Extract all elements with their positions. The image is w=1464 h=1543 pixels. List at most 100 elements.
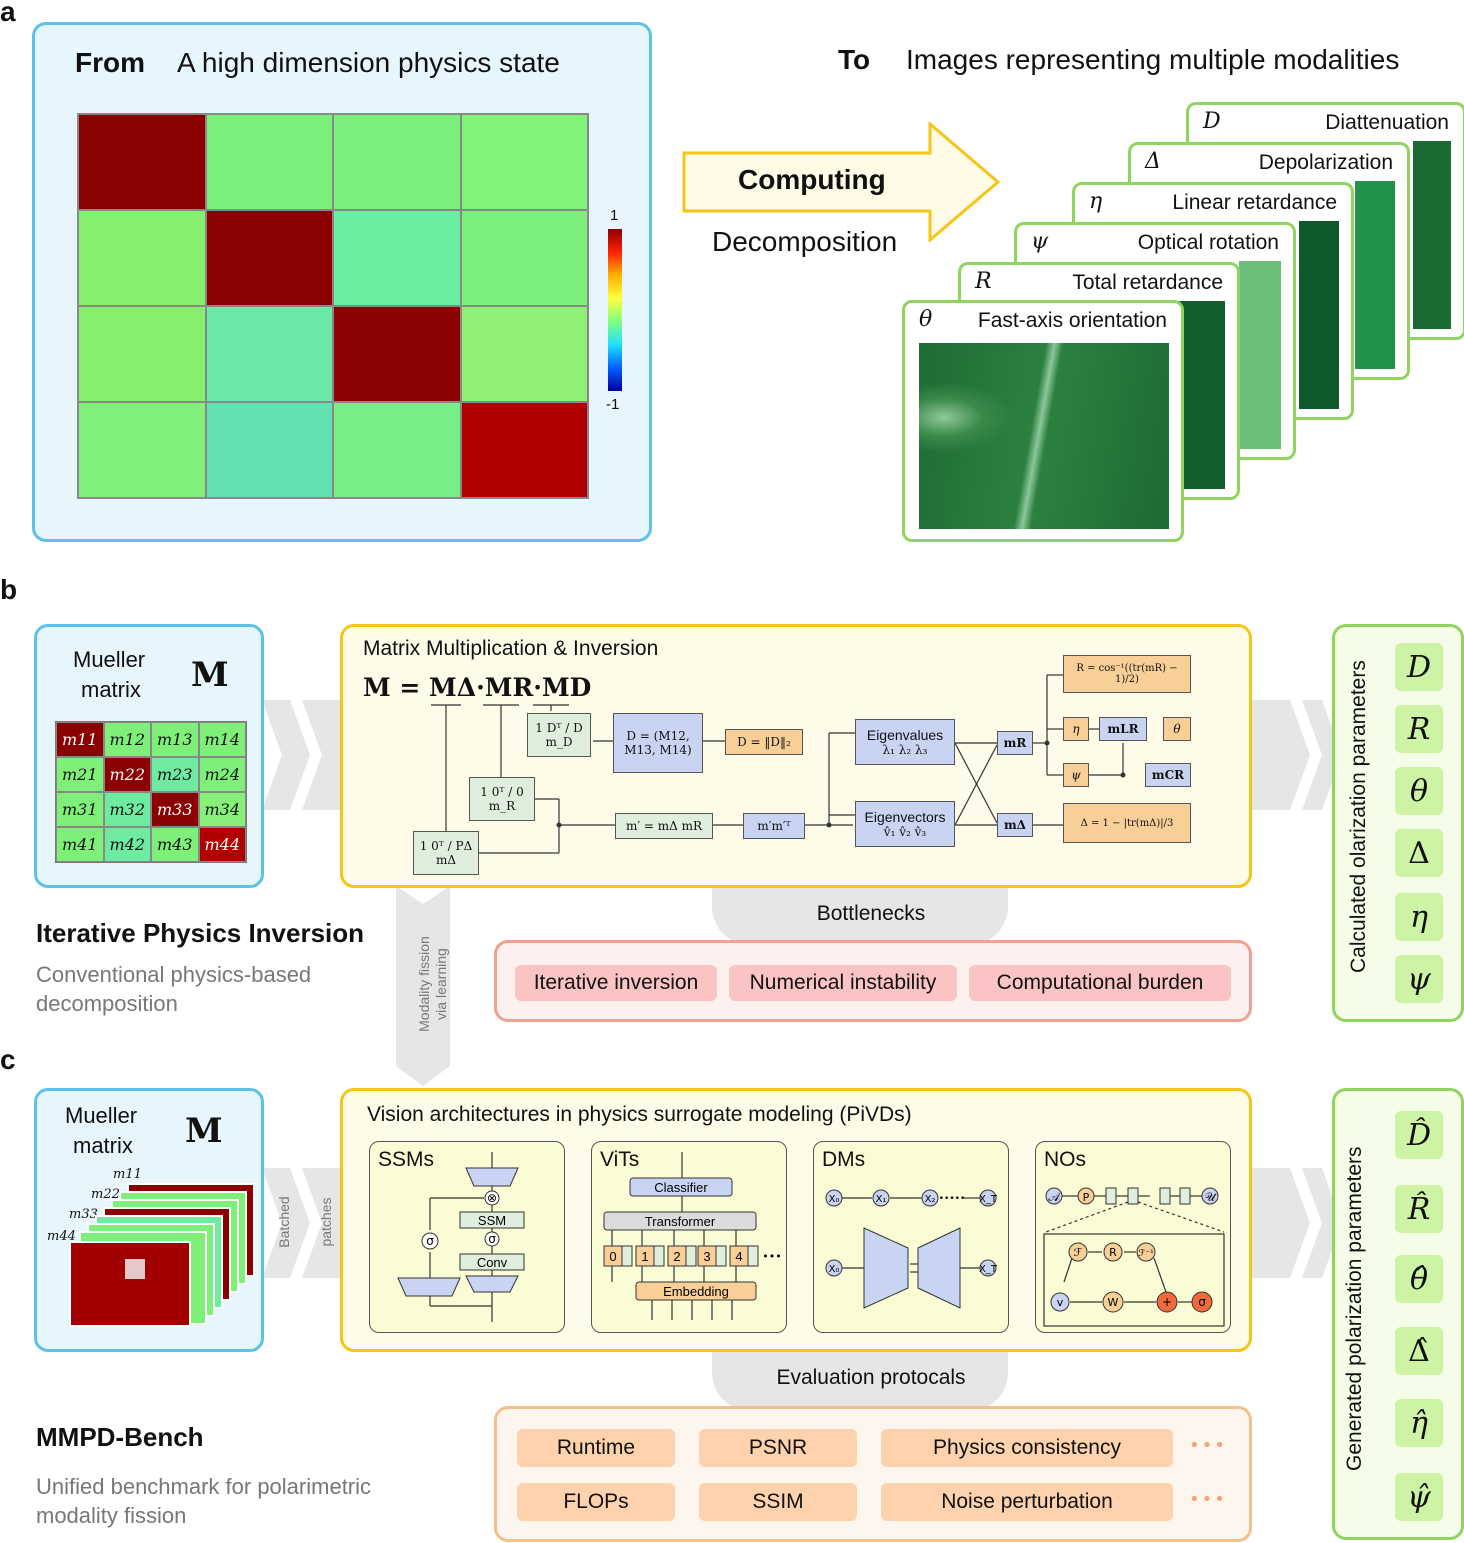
layer-symbol: η: [1089, 189, 1103, 214]
param-D: D: [1395, 643, 1443, 691]
matrix-cell: m42: [103, 827, 151, 862]
no-v: v: [1057, 1296, 1064, 1309]
token-4: 4: [735, 1249, 742, 1264]
mueller-matrix-box-c: Mueller matrix M m11 m22 m33 m44: [34, 1088, 264, 1352]
gen-param-psi: ψ̂: [1395, 1473, 1443, 1521]
layer-label: Optical rotation: [1137, 231, 1279, 254]
layer-symbol: Δ: [1145, 149, 1161, 174]
bottleneck-neck: [712, 884, 1008, 946]
stack-label-m11: m11: [113, 1167, 142, 1182]
matrix-cell: m43: [151, 827, 199, 862]
to-label: To: [838, 44, 871, 75]
mueller-grid: m11 m12 m13 m14 m21 m22 m23 m24 m31 m32 …: [55, 721, 247, 863]
ssm-diagram: ⊗ σ σ SSM Conv: [397, 1152, 525, 1322]
delta-formula-node: Δ = 1 − |tr(mΔ)|/3: [1063, 803, 1191, 843]
ssm-block-label: SSM: [478, 1213, 506, 1228]
matrix-cell: m21: [56, 757, 104, 792]
token-more: •••: [762, 1250, 781, 1263]
layer-image: [1299, 221, 1339, 409]
eigenvectors-symbols: v̂₁ v̂₂ v̂₃: [883, 825, 927, 839]
conv-block-label: Conv: [477, 1255, 508, 1270]
eigenvectors-title: Eigenvectors: [864, 809, 946, 825]
theta-node: θ: [1163, 717, 1191, 741]
metric-chip: Noise perturbation: [881, 1483, 1173, 1521]
dm-xT-in: X_T: [979, 1264, 998, 1275]
colorbar-min-label: -1: [606, 396, 620, 413]
eigenvalues-symbols: λ₁ λ₂ λ₃: [882, 743, 928, 757]
panel-label-a: a: [0, 0, 16, 27]
heatmap-cell: [205, 210, 333, 306]
heatmap-cell: [460, 114, 588, 210]
matrix-cell: m32: [103, 792, 151, 827]
dm-xT: X_T: [979, 1194, 998, 1205]
computing-label: Computing: [738, 164, 886, 195]
heatmap-cell: [205, 306, 333, 402]
psi-node: ψ: [1063, 763, 1089, 787]
eigenvalues-node: Eigenvalues λ₁ λ₂ λ₃: [855, 719, 955, 765]
param-eta: η: [1395, 893, 1443, 941]
layer-image: [1413, 141, 1451, 329]
heatmap-cell: [205, 114, 333, 210]
no-F: ℱ: [1074, 1246, 1083, 1259]
iterative-subtitle-line2: decomposition: [36, 991, 178, 1016]
token-0: 0: [609, 1249, 616, 1264]
eigenvectors-node: Eigenvectors v̂₁ v̂₂ v̂₃: [855, 801, 955, 847]
matrix-cell: m33: [151, 792, 199, 827]
no-R: R: [1109, 1246, 1117, 1259]
evaluation-label: Evaluation protocals: [776, 1366, 966, 1389]
flow-band-b: [262, 700, 1342, 810]
gen-param-D: D̂: [1395, 1111, 1443, 1159]
bottleneck-chip: Computational burden: [969, 965, 1231, 1001]
vit-title: ViTs: [600, 1148, 640, 1171]
vit-card: ViTs Classifier Transformer 0 1 2 3 4 •: [591, 1141, 787, 1333]
modality-fission-arrow: [396, 886, 450, 1086]
generated-params-title: Generated polarization parameters: [1343, 1146, 1366, 1471]
calculated-params-box: Calculated olarization parameters D R θ …: [1332, 624, 1464, 1022]
metric-chip: Physics consistency: [881, 1429, 1173, 1467]
gen-param-delta: Δ̂: [1395, 1327, 1443, 1375]
colorbar: [608, 229, 622, 391]
no-diagram: 𝒜 P 𝒰 ℱ R ℱ⁻¹ v W + σ: [1043, 1187, 1225, 1327]
token-3: 3: [703, 1249, 710, 1264]
matrix-cell: m12: [103, 722, 151, 757]
patch-highlight: [125, 1259, 145, 1279]
dm-title: DMs: [822, 1148, 866, 1171]
metric-chip: FLOPs: [517, 1483, 675, 1521]
patches-label: patches: [318, 1197, 334, 1247]
from-label: From: [75, 47, 145, 78]
d-norm-node: D = ‖D‖₂: [725, 729, 803, 755]
heatmap-cell: [460, 306, 588, 402]
d-vector-node: D = (M12, M13, M14): [613, 713, 703, 773]
eta-node: η: [1063, 717, 1089, 741]
no-P: P: [1083, 1191, 1090, 1204]
panel-label-c: c: [0, 1044, 16, 1075]
R-formula-node: R = cos⁻¹((tr(mR) − 1)/2): [1063, 655, 1191, 693]
no-sigma: σ: [1198, 1295, 1206, 1309]
matrix-cell: m11: [56, 722, 104, 757]
vision-architectures-box: Vision architectures in physics surrogat…: [340, 1088, 1252, 1352]
no-title: NOs: [1044, 1148, 1086, 1171]
evaluation-neck: [712, 1350, 1008, 1412]
transformer-label: Transformer: [645, 1214, 716, 1229]
ssm-card: SSMs ⊗ σ σ SSM: [369, 1141, 565, 1333]
matrix-cell: m31: [56, 792, 104, 827]
metric-chip: PSNR: [699, 1429, 857, 1467]
layer-fast-axis-orientation: θ Fast-axis orientation: [902, 300, 1184, 542]
layer-symbol: R: [975, 269, 992, 294]
stack-label-m33: m33: [69, 1207, 98, 1222]
matrix-box-title: Matrix Multiplication & Inversion: [363, 637, 659, 660]
dm-card: DMs X₀ X₁ X₂ ••••• X_T X₀ X_T: [813, 1141, 1009, 1333]
no-U: 𝒰: [1205, 1190, 1218, 1204]
heatmap-cell: [333, 306, 461, 402]
heatmap-cell: [78, 306, 206, 402]
mueller-heatmap: [77, 113, 589, 499]
heatmap-cell: [205, 402, 333, 498]
mLR-node: mLR: [1099, 717, 1147, 741]
matrix-cell: m23: [151, 757, 199, 792]
gen-param-R: R̂: [1395, 1185, 1443, 1233]
embedding-label: Embedding: [663, 1284, 729, 1299]
layer-label: Diattenuation: [1325, 111, 1449, 134]
decomposition-equation: M = MΔ·MR·MD: [363, 673, 592, 702]
layer-label: Total retardance: [1072, 271, 1223, 294]
metric-more-2: •••: [1189, 1489, 1227, 1510]
